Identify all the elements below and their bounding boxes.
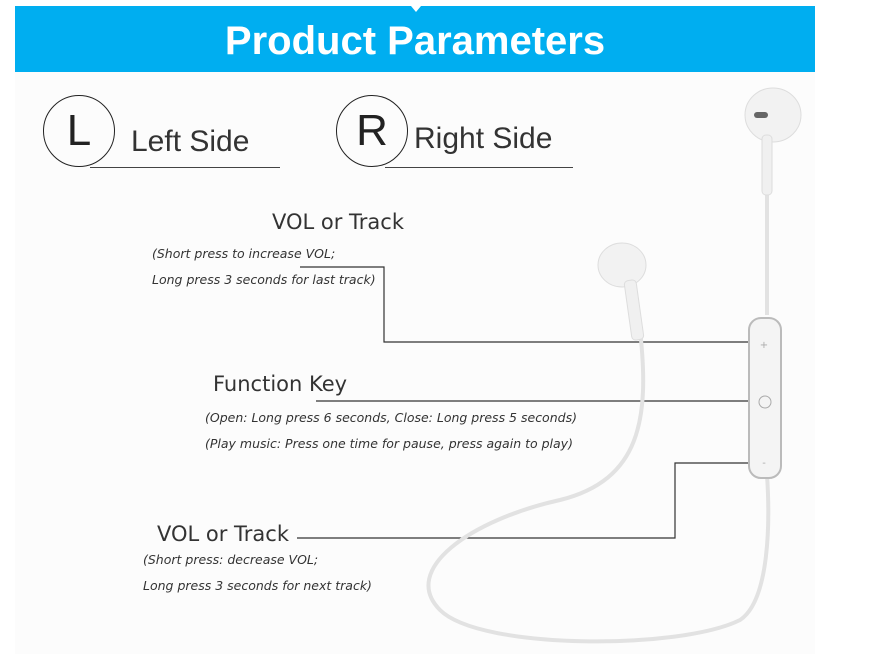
minus-icon: - bbox=[762, 458, 766, 469]
vol-up-heading: VOL or Track bbox=[272, 210, 405, 234]
left-letter-badge: L bbox=[43, 95, 115, 167]
page-title: Product Parameters bbox=[15, 6, 815, 72]
earphone-cable bbox=[426, 135, 771, 644]
left-side-label: Left Side bbox=[131, 125, 250, 158]
right-letter-badge: R bbox=[336, 95, 408, 167]
plus-icon: + bbox=[760, 340, 768, 351]
left-underline bbox=[90, 167, 280, 168]
right-underline bbox=[385, 167, 573, 168]
vol-down-desc-2: Long press 3 seconds for next track) bbox=[143, 578, 372, 593]
function-key-desc-1: (Open: Long press 6 seconds, Close: Long… bbox=[205, 410, 577, 425]
function-key-heading: Function Key bbox=[213, 372, 348, 396]
left-earbud bbox=[597, 242, 647, 341]
vol-up-desc-1: (Short press to increase VOL; bbox=[152, 246, 336, 261]
callout-lines bbox=[297, 266, 765, 539]
background-panel bbox=[15, 72, 815, 654]
vol-down-heading: VOL or Track bbox=[157, 522, 290, 546]
remote-control: + - bbox=[748, 317, 782, 479]
banner-notch bbox=[411, 6, 421, 12]
right-side-label: Right Side bbox=[414, 122, 553, 155]
vol-up-desc-2: Long press 3 seconds for last track) bbox=[152, 272, 376, 287]
right-earbud bbox=[744, 87, 802, 196]
power-icon bbox=[758, 395, 772, 409]
vol-down-desc-1: (Short press: decrease VOL; bbox=[143, 552, 319, 567]
function-key-desc-2: (Play music: Press one time for pause, p… bbox=[205, 436, 573, 451]
